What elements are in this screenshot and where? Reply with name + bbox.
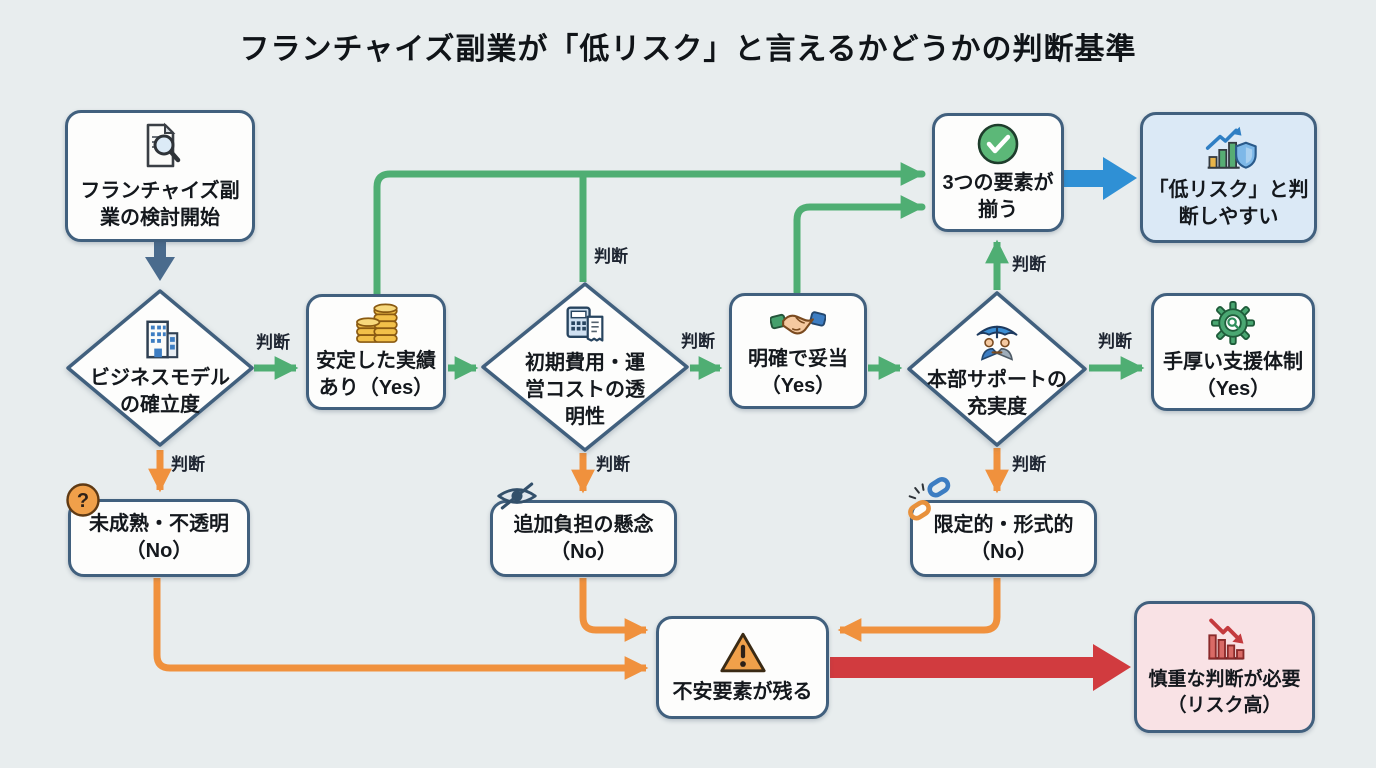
gear-icon <box>1211 301 1255 345</box>
chart-shield-icon <box>1200 125 1258 173</box>
node-label: 本部サポートの充実度 <box>927 369 1067 418</box>
broken-chain-icon <box>905 477 953 523</box>
node-label: 明確で妥当（Yes） <box>748 348 848 397</box>
check-circle-icon <box>976 122 1020 166</box>
node-label: 未成熟・不透明（No） <box>89 513 229 562</box>
edge-label-judgment: 判断 <box>171 455 205 474</box>
node-concern: 不安要素が残る <box>656 616 829 719</box>
node-label: 3つの要素が揃う <box>942 171 1054 221</box>
umbrella-support-icon <box>972 317 1022 363</box>
handshake-icon <box>769 302 827 342</box>
svg-text:?: ? <box>77 490 89 512</box>
node-label: 初期費用・運営コストの透明性 <box>525 351 645 428</box>
node-no-burden: 追加負担の懸念（No） <box>490 482 677 577</box>
node-label: ビジネスモデルの確立度 <box>90 367 230 416</box>
page-title: フランチャイズ副業が「低リスク」と言えるかどうかの判断基準 <box>239 33 1137 66</box>
node-no-limited: 限定的・形式的（No） <box>908 477 1097 577</box>
node-label: 安定した実績あり（Yes） <box>316 350 436 399</box>
node-label: 慎重な判断が必要（リスク高） <box>1148 669 1301 716</box>
node-low-risk: 「低リスク」と判断しやすい <box>1140 112 1317 243</box>
edge-label-judgment: 判断 <box>1098 332 1132 351</box>
node-model-decision: ビジネスモデルの確立度 <box>66 289 254 447</box>
edge-label-judgment: 判断 <box>1012 455 1046 474</box>
node-yes-clear: 明確で妥当（Yes） <box>729 293 867 409</box>
document-search-icon <box>133 120 187 174</box>
node-start: フランチャイズ副業の検討開始 <box>65 110 255 242</box>
edge-label-judgment: 判断 <box>681 332 715 351</box>
node-yes-track-record: 安定した実績あり（Yes） <box>306 294 446 410</box>
node-label: 手厚い支援体制（Yes） <box>1163 351 1303 400</box>
node-label: 「低リスク」と判断しやすい <box>1148 178 1309 228</box>
node-label: フランチャイズ副業の検討開始 <box>80 180 240 229</box>
coins-icon <box>350 302 402 344</box>
node-label: 追加負担の懸念（No） <box>513 513 654 563</box>
eye-slash-icon <box>495 479 539 513</box>
node-high-risk: 慎重な判断が必要（リスク高） <box>1134 601 1315 733</box>
declining-chart-icon <box>1199 615 1251 663</box>
node-combine: 3つの要素が揃う <box>932 113 1064 232</box>
node-support-decision: 本部サポートの充実度 <box>907 291 1087 447</box>
building-icon <box>137 317 183 361</box>
calculator-receipt-icon <box>562 304 608 346</box>
node-label: 不安要素が残る <box>672 680 813 703</box>
node-yes-support: 手厚い支援体制（Yes） <box>1151 293 1315 411</box>
edge-label-judgment: 判断 <box>1012 255 1046 274</box>
question-badge-icon: ? <box>65 482 101 518</box>
node-cost-decision: 初期費用・運営コストの透明性 <box>481 282 689 452</box>
edge-label-judgment: 判断 <box>256 333 290 352</box>
warning-icon <box>718 630 768 675</box>
edge-label-judgment: 判断 <box>594 247 628 266</box>
edge-label-judgment: 判断 <box>596 455 630 474</box>
node-label: 限定的・形式的（No） <box>933 513 1074 563</box>
node-no-immature: ? 未成熟・不透明（No） <box>66 483 250 577</box>
